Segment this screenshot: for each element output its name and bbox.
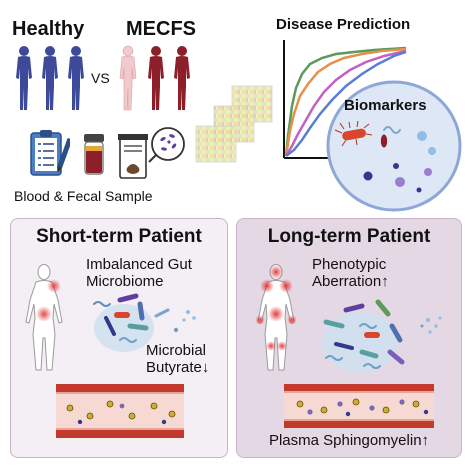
prediction-title: Disease Prediction bbox=[276, 16, 411, 33]
butyrate-label: Microbial Butyrate↓ bbox=[146, 342, 210, 376]
mecfs-label: MECFS bbox=[126, 18, 196, 40]
roc-curve-green bbox=[284, 46, 407, 157]
roc-curve-magenta bbox=[284, 49, 407, 157]
roc-curve-blue bbox=[285, 50, 407, 157]
vs-label: VS bbox=[91, 70, 110, 86]
long-term-body-figure-icon bbox=[255, 264, 297, 371]
stool-container-icon bbox=[118, 127, 185, 179]
short-term-microbiome-icon bbox=[93, 293, 196, 352]
roc-curve-orange bbox=[284, 47, 407, 157]
phenotypic-label: Phenotypic Aberration↑ bbox=[312, 256, 389, 290]
heatmap-icon bbox=[195, 85, 273, 163]
short-term-blood-vessel bbox=[56, 384, 184, 438]
sample-label: Blood & Fecal Sample bbox=[14, 188, 153, 204]
healthy-label: Healthy bbox=[12, 18, 85, 40]
bacteria-icon bbox=[334, 120, 373, 147]
long-term-blood-vessel bbox=[284, 384, 434, 428]
long-term-title: Long-term Patient bbox=[267, 226, 431, 247]
microbiome-label: Imbalanced Gut Microbiome bbox=[86, 256, 192, 290]
clipboard-icon bbox=[30, 130, 70, 176]
biomarkers-circle bbox=[326, 80, 462, 212]
healthy-figures-icon bbox=[16, 46, 84, 110]
mecfs-figures-icon bbox=[119, 45, 190, 111]
long-term-microbiome-icon bbox=[322, 299, 442, 372]
short-term-body-figure-icon bbox=[25, 264, 63, 371]
blood-tube-icon bbox=[84, 134, 104, 175]
sphingomyelin-label: Plasma Sphingomyelin↑ bbox=[268, 432, 430, 449]
biomarkers-label: Biomarkers bbox=[344, 97, 427, 114]
short-term-title: Short-term Patient bbox=[36, 226, 202, 247]
roc-curves bbox=[283, 40, 410, 159]
